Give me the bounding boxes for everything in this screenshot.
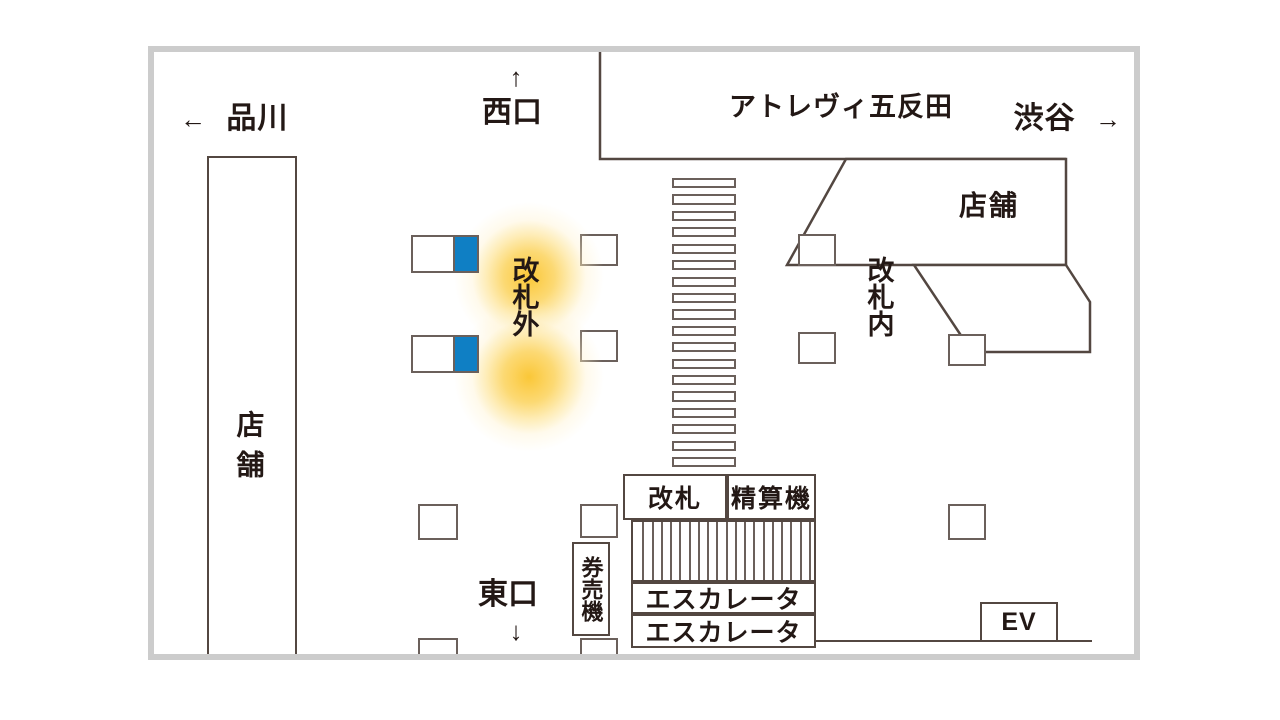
- gate-lane-divider: [808, 522, 811, 580]
- gate-lane-divider: [707, 522, 709, 580]
- gate-lane-divider: [716, 522, 719, 580]
- west-exit-arrow-icon: ↑: [509, 62, 523, 92]
- stair-step: [672, 309, 736, 320]
- shop-left-area: [207, 156, 297, 654]
- stair-step: [672, 391, 736, 402]
- highlight-gate-upper[interactable]: [411, 235, 479, 273]
- pillar: [580, 234, 618, 266]
- stair-step: [672, 178, 736, 189]
- stair-step: [672, 227, 736, 238]
- pillar: [418, 504, 458, 540]
- gate-lane-divider: [744, 522, 746, 580]
- area-label-inside-gate: 改札内: [863, 256, 894, 337]
- gate-lane-divider: [688, 522, 691, 580]
- ticket-vending-machine[interactable]: 券売機: [572, 542, 610, 636]
- direction-right: 渋谷 →: [1014, 104, 1122, 134]
- gate-lane-divider: [651, 522, 654, 580]
- pillar: [580, 504, 618, 538]
- stair-step: [672, 457, 736, 468]
- stair-step: [672, 210, 736, 221]
- gate-lane-divider: [771, 522, 774, 580]
- gate-lane-divider: [670, 522, 672, 580]
- gate-lane-divider: [762, 522, 765, 580]
- stair-step: [672, 292, 736, 304]
- stair-step: [672, 325, 736, 336]
- arrow-right-icon: →: [1095, 104, 1122, 134]
- direction-left-label: 品川: [226, 102, 289, 135]
- pillar: [580, 638, 618, 654]
- stairs: [672, 178, 736, 490]
- gate-lane-divider: [660, 522, 663, 580]
- concourse-edge-line: [816, 640, 1092, 642]
- pillar: [418, 638, 458, 654]
- shop-left-label: 店舗: [233, 410, 265, 490]
- gate-highlight-marker: [453, 235, 479, 273]
- stair-step: [672, 276, 736, 287]
- atre-building-label: アトレヴィ五反田: [729, 92, 953, 122]
- gate-lane-divider: [679, 522, 682, 580]
- shop-right-label: 店舗: [959, 190, 1020, 221]
- west-exit-label: 西口: [482, 96, 542, 129]
- gate-lane-divider: [781, 522, 783, 580]
- stair-step: [672, 358, 736, 369]
- east-exit-label: 東口: [478, 578, 538, 611]
- map-frame: ← 品川 渋谷 → ↑ 西口 アトレヴィ五反田: [148, 46, 1140, 660]
- stair-step: [672, 407, 736, 419]
- stair-step: [672, 440, 736, 451]
- area-label-outside-gate: 改札外: [508, 256, 539, 337]
- pillar: [948, 334, 986, 366]
- arrow-left-icon: ←: [180, 104, 207, 134]
- stair-step: [672, 243, 736, 254]
- ticket-gate-box[interactable]: 改札: [623, 474, 727, 520]
- gate-lane-divider: [725, 522, 728, 580]
- east-exit-arrow-icon: ↓: [509, 616, 523, 646]
- direction-right-label: 渋谷: [1013, 102, 1076, 135]
- escalator-lower[interactable]: エスカレータ: [631, 614, 816, 648]
- map-canvas: ← 品川 渋谷 → ↑ 西口 アトレヴィ五反田: [154, 52, 1134, 654]
- gate-lane-divider: [642, 522, 645, 580]
- gate-lane-divider: [753, 522, 756, 580]
- pillar: [948, 504, 986, 540]
- pillar: [798, 332, 836, 364]
- ticket-vending-label: 券売機: [578, 556, 604, 622]
- stair-step: [672, 424, 736, 435]
- stair-step: [672, 194, 736, 205]
- highlight-gate-lower[interactable]: [411, 335, 479, 373]
- pillar: [580, 330, 618, 362]
- gate-lane-divider: [799, 522, 802, 580]
- stair-step: [672, 375, 736, 386]
- stair-step: [672, 342, 736, 353]
- escalator-upper[interactable]: エスカレータ: [631, 582, 816, 614]
- elevator-box[interactable]: EV: [980, 602, 1058, 642]
- stair-step: [672, 260, 736, 271]
- gate-highlight-marker: [453, 335, 479, 373]
- pillar: [798, 234, 836, 266]
- gate-lane-divider: [734, 522, 737, 580]
- gate-array-comb: [631, 520, 816, 582]
- fare-adjustment-box[interactable]: 精算機: [727, 474, 816, 520]
- direction-left: ← 品川: [180, 104, 288, 134]
- gate-lane-divider: [790, 522, 793, 580]
- gate-lane-divider: [697, 522, 700, 580]
